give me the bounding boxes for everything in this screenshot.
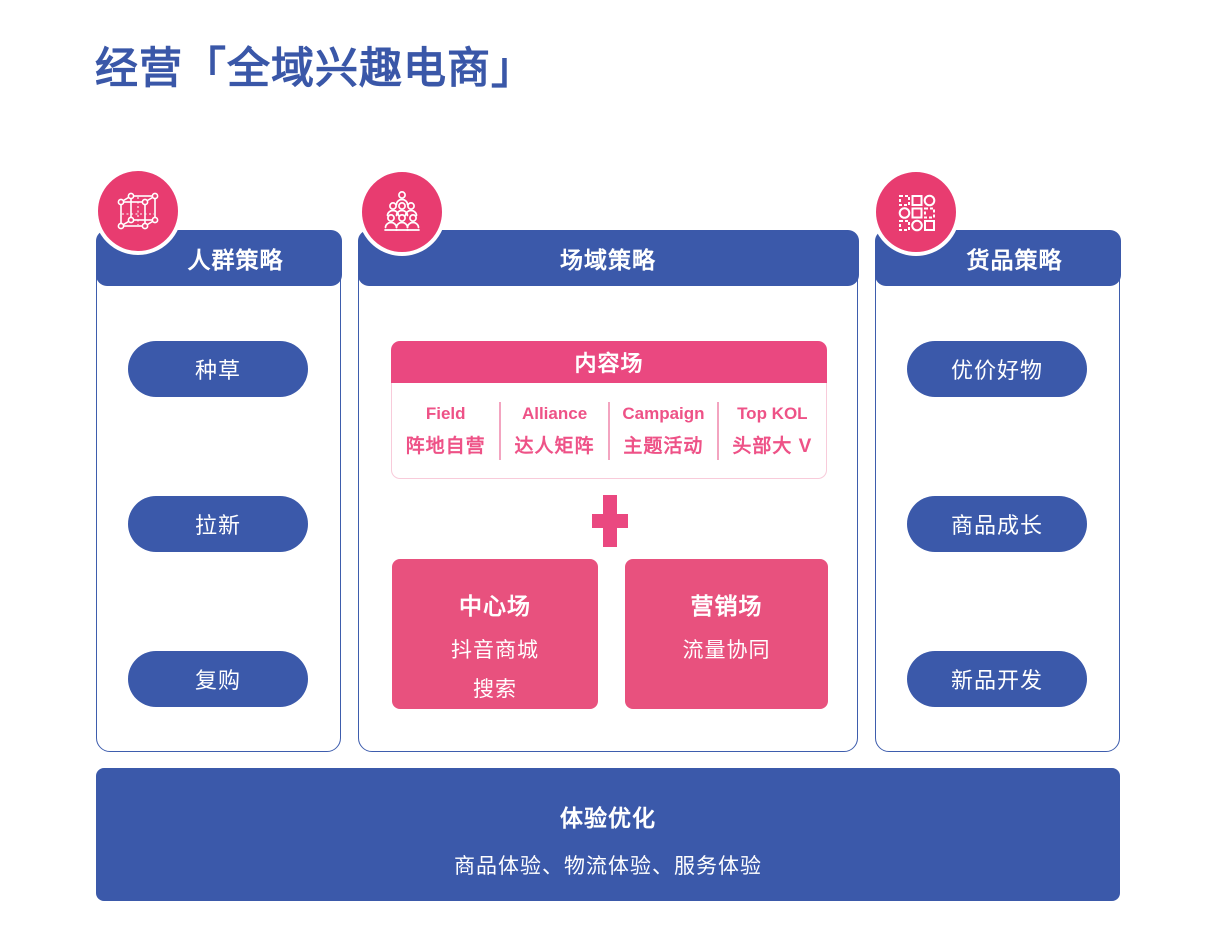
content-field-cell-topkol: Top KOL 头部大 V [719,404,826,458]
cell-zh-label: 达人矩阵 [514,435,595,457]
content-field-cell-field: Field 阵地自营 [392,404,499,458]
footer-subtitle: 商品体验、物流体验、服务体验 [454,855,762,878]
content-field-cell-campaign: Campaign 主题活动 [610,404,717,458]
center-field-line: 搜索 [473,678,517,701]
pill-value-goods: 优价好物 [907,341,1087,397]
pill-repurchase: 复购 [128,651,308,707]
cell-en-label: Alliance [521,403,588,423]
plus-label: + [592,495,593,496]
content-field-title: 内容场 [391,341,827,383]
footer-title: 体验优化 [560,805,656,831]
content-field-cell-alliance: Alliance 达人矩阵 [501,404,608,458]
center-field-title: 中心场 [459,593,531,619]
marketing-field-title: 营销场 [690,593,763,619]
pill-seeding: 种草 [128,341,308,397]
pill-new-product: 新品开发 [907,651,1087,707]
pill-product-growth: 商品成长 [907,496,1087,552]
column-field-strategy: 场域策略 内容场 Field 阵地自营 Alliance 达人矩阵 Campai… [357,229,859,752]
divider [499,401,501,460]
people-group-icon [358,168,446,256]
experience-optimization-bar: 体验优化 商品体验、物流体验、服务体验 [96,768,1120,901]
page-title: 经营「全域兴趣电商」 [95,45,535,93]
grid-products-icon [872,168,960,256]
marketing-field-line: 流量协同 [682,639,771,662]
cube-network-icon [94,167,182,255]
column-audience-strategy: 人群策略 种草 拉新 复购 [95,229,342,752]
column-goods-strategy: 货品策略 优价好物 商品成长 新品开发 [874,229,1121,752]
center-field-line: 抖音商城 [451,639,539,662]
cell-zh-label: 头部大 V [732,435,813,457]
divider [608,401,610,460]
field-strategy-header: 场域策略 [357,229,859,286]
content-field-block: 内容场 Field 阵地自营 Alliance 达人矩阵 Campaign 主题… [391,341,827,479]
cell-en-label: Top KOL [737,403,808,423]
divider [717,401,719,460]
cell-zh-label: 主题活动 [623,435,704,457]
plus-icon: + [592,495,628,547]
cell-zh-label: 阵地自营 [405,435,486,457]
cell-en-label: Field [425,403,466,423]
cell-en-label: Campaign [622,403,705,423]
content-field-body: Field 阵地自营 Alliance 达人矩阵 Campaign 主题活动 T… [391,383,827,479]
center-field-box: 中心场 抖音商城 搜索 [392,559,598,709]
audience-strategy-header: 人群策略 [95,229,342,286]
pill-acquisition: 拉新 [128,496,308,552]
marketing-field-box: 营销场 流量协同 [625,559,828,709]
